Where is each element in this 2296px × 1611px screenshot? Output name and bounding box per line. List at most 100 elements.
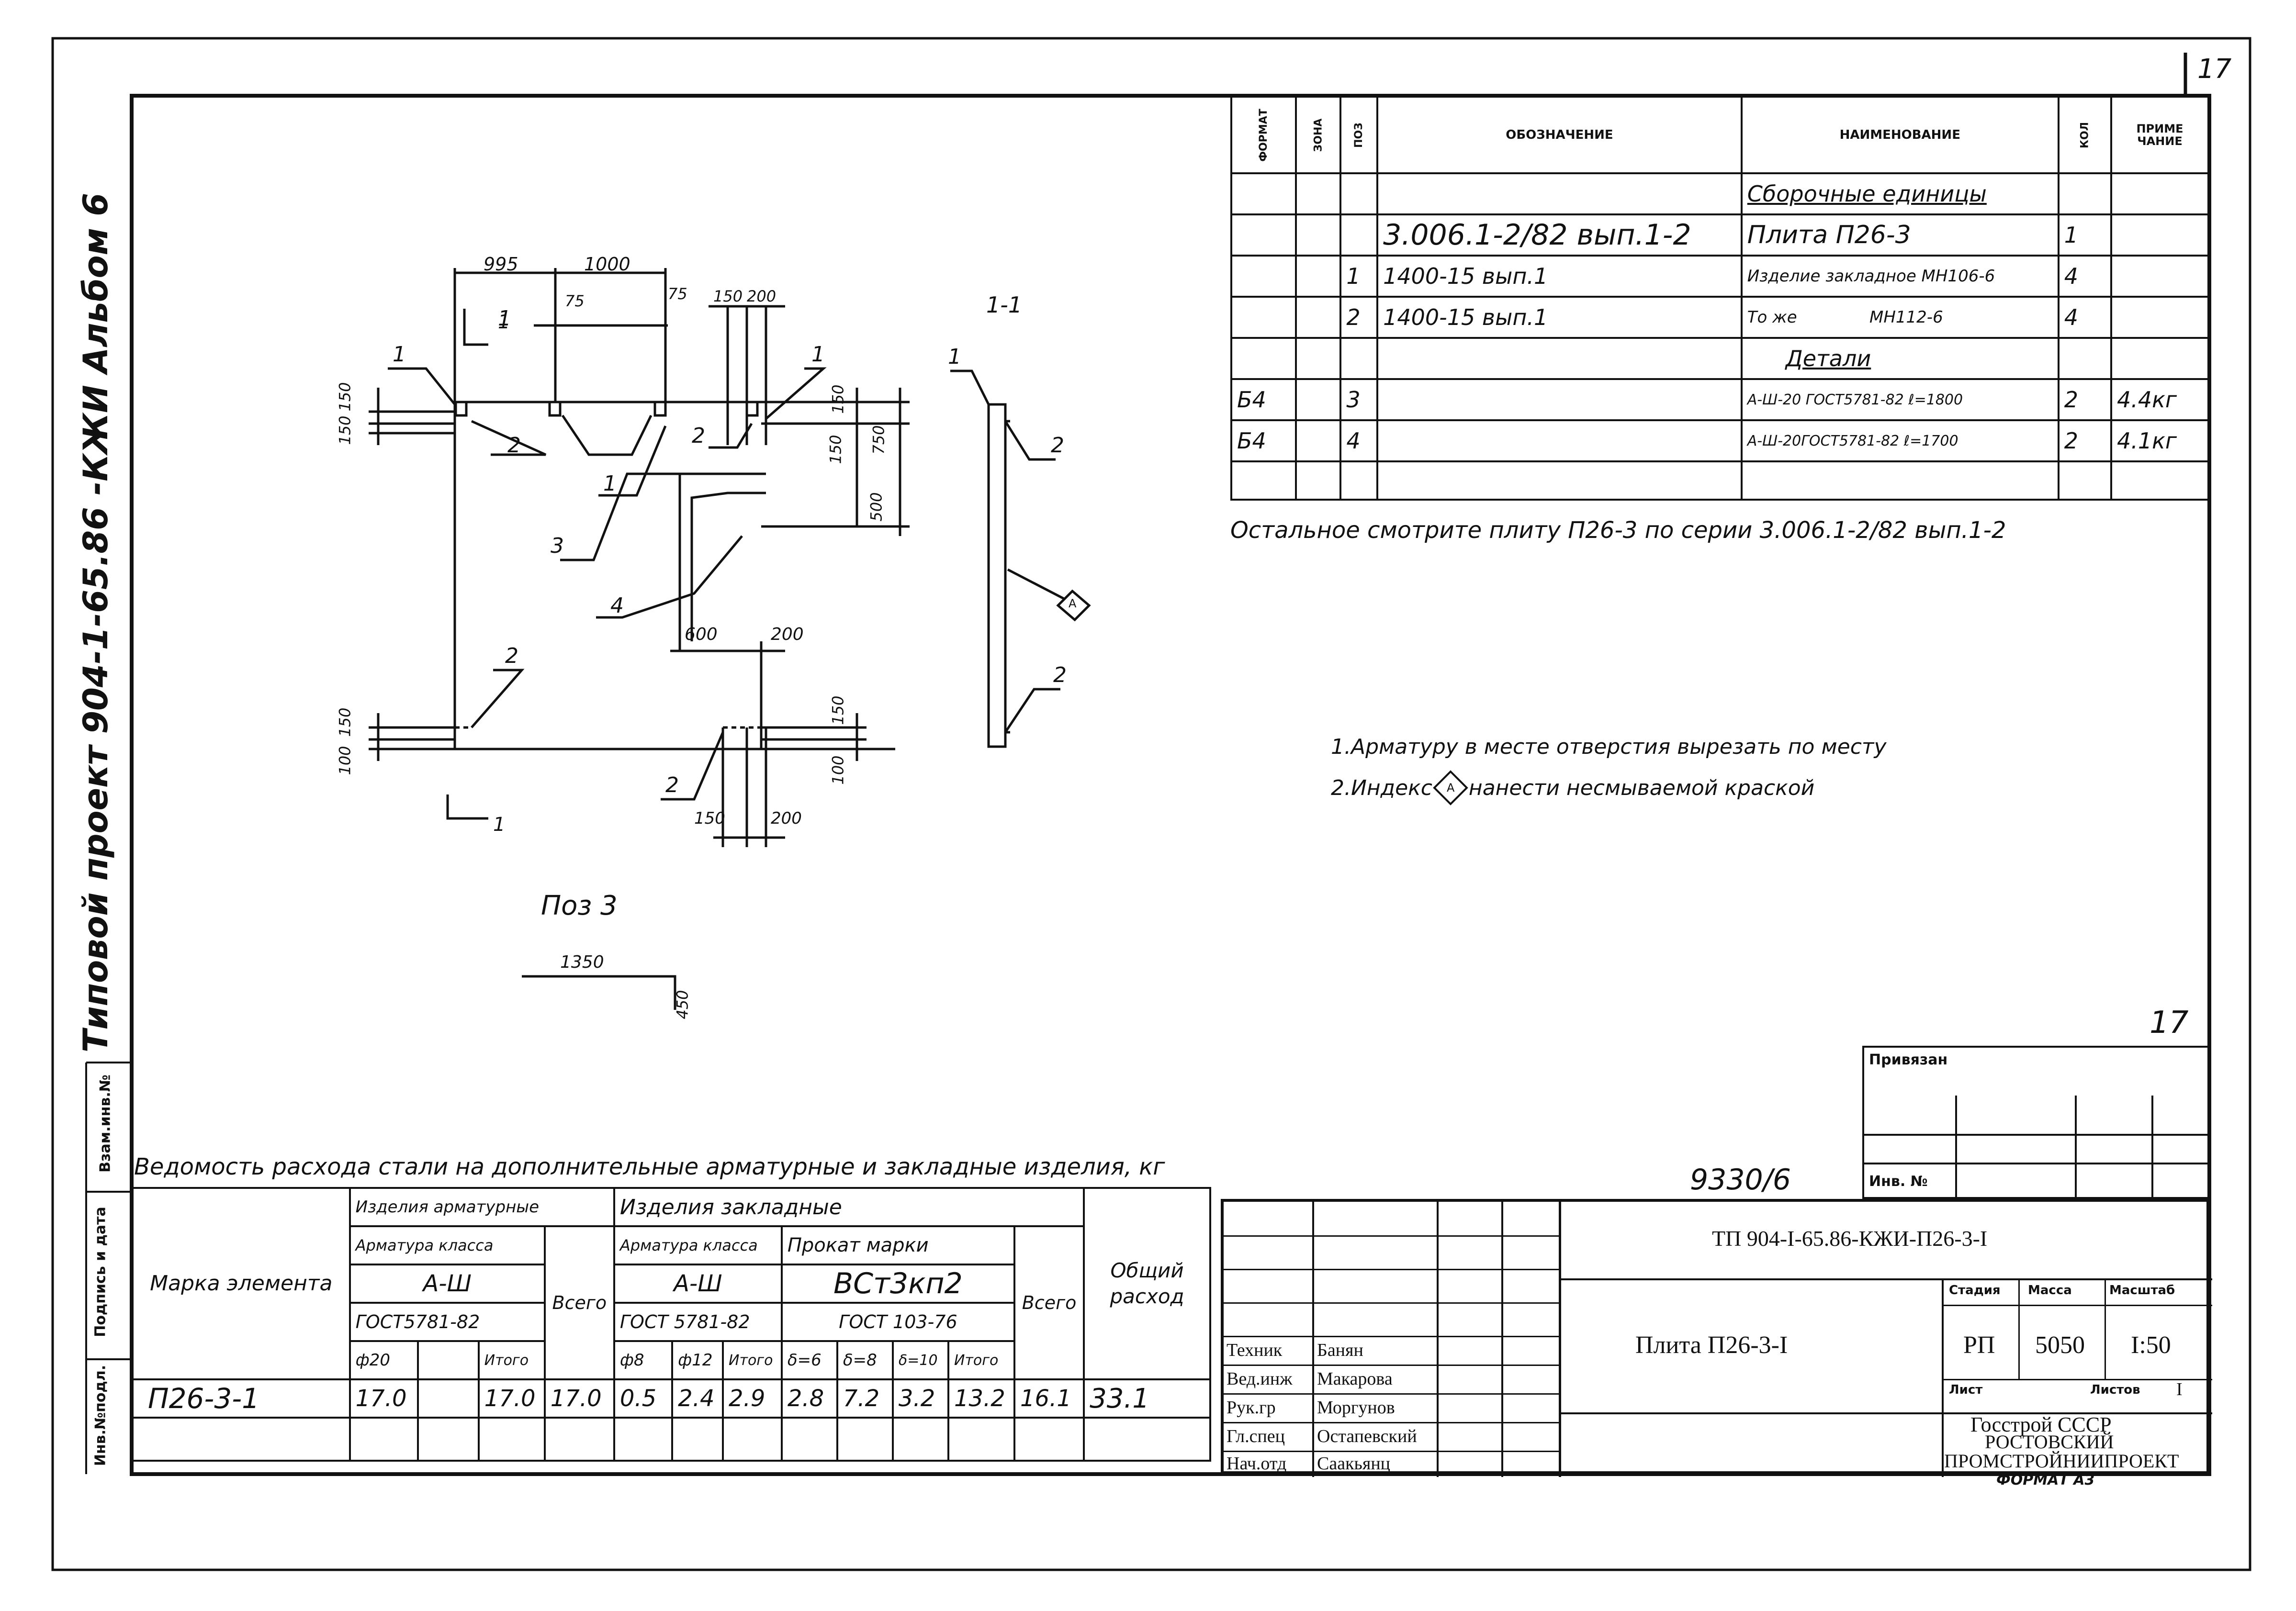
spec-cell-name: Сборочные единицы <box>1740 172 2060 215</box>
person-role: Нач.отд <box>1227 1454 1287 1474</box>
dim-left-bottom-a: 100 <box>336 746 354 775</box>
dim-left-bottom-b: 150 <box>336 707 354 737</box>
scale-value: I:50 <box>2131 1331 2171 1359</box>
steel-subcol-total1: Итого <box>477 1340 546 1380</box>
steel-rebar-class-label: Арматура класса <box>349 1225 546 1265</box>
spec-cell-designation <box>1376 460 1743 501</box>
spec-cell-name: А-Ш-20ГОСТ5781-82 ℓ=1700 <box>1740 419 2060 462</box>
spec-header-zone: ЗОНА <box>1294 96 1342 174</box>
side-title: Типовой проект 904-1-65.86 -КЖИ Альбом 6 <box>76 192 115 1053</box>
stage-label: Стадия <box>1949 1283 2001 1298</box>
steel-rebar-gost: ГОСТ5781-82 <box>349 1302 546 1342</box>
spec-cell-note <box>2110 337 2210 380</box>
person-name: Остапевский <box>1317 1426 1417 1446</box>
spec-cell-qty: 4 <box>2057 255 2112 298</box>
steel-group-rebar: Изделия арматурные <box>349 1187 615 1227</box>
dim-top-1000: 1000 <box>584 254 630 275</box>
note-line-2-prefix: 2.Индекс <box>1331 775 1432 800</box>
dim-left-top-b: 150 <box>336 382 354 412</box>
scale-label: Масштаб <box>2109 1283 2175 1298</box>
spec-cell-designation <box>1376 337 1743 380</box>
spec-cell-format <box>1230 460 1297 501</box>
callout-1d: 1 <box>811 342 825 367</box>
mass-value: 5050 <box>2035 1331 2085 1359</box>
spec-cell-note <box>2110 296 2210 339</box>
steel-rolled-grade: ВСт3кп2 <box>780 1264 1016 1304</box>
spec-cell-note <box>2110 172 2210 215</box>
spec-cell-note <box>2110 460 2210 501</box>
spec-cell-qty: 2 <box>2057 419 2112 462</box>
steel-cell-overall: 33.1 <box>1083 1378 1211 1419</box>
steel-overall-header: Общий расход <box>1083 1187 1211 1380</box>
spec-header-qty: КОЛ <box>2057 96 2112 174</box>
steel-cell-rebar-total: 17.0 <box>543 1378 615 1419</box>
pos3-title: Поз 3 <box>541 890 618 921</box>
callout-3: 3 <box>551 534 564 558</box>
spec-row: Б4 4 А-Ш-20ГОСТ5781-82 ℓ=1700 2 4.1кг <box>1230 419 2210 462</box>
spec-cell-qty: 2 <box>2057 378 2112 421</box>
drawing-title: Плита П26-3-I <box>1635 1331 1788 1359</box>
cut-mark-top: 1 <box>498 311 510 333</box>
spec-cell-pos <box>1339 460 1379 501</box>
steel-rolled-gost: ГОСТ 103-76 <box>780 1302 1016 1342</box>
section-marker-letter: А <box>1069 597 1077 610</box>
note-line-2-suffix: нанести несмываемой краской <box>1468 775 1815 800</box>
person-row: Техник Вед.инж Рук.гр Гл.спец <box>1227 1336 1292 1451</box>
spec-cell-zone <box>1294 460 1342 501</box>
steel-subcol-total2: Итого <box>722 1340 783 1380</box>
archive-number: 9330/6 <box>1690 1163 1791 1197</box>
spec-cell-name <box>1740 460 2060 501</box>
steel-cell-blank <box>417 1378 480 1419</box>
steel-subcol-total3: Итого <box>947 1340 1016 1380</box>
spec-header-designation: ОБОЗНАЧЕНИЕ <box>1376 96 1743 174</box>
dim-bottom-150: 150 <box>694 809 725 828</box>
person-names-extra: Саакьянц <box>1317 1451 1390 1477</box>
steel-cell-t10: 3.2 <box>891 1378 949 1419</box>
spec-row: Детали <box>1230 337 2210 380</box>
spec-cell-pos: 4 <box>1339 419 1379 462</box>
spec-cell-pos <box>1339 213 1379 257</box>
spec-cell-pos: 3 <box>1339 378 1379 421</box>
spec-cell-designation <box>1376 419 1743 462</box>
spec-cell-zone <box>1294 337 1342 380</box>
steel-subcol-t10: δ=10 <box>891 1340 949 1380</box>
steel-group-embedded: Изделия закладные <box>613 1187 1085 1227</box>
spec-footnote: Остальное смотрите плиту П26-3 по серии … <box>1230 517 2006 544</box>
spec-header-note: ПРИМЕ ЧАНИЕ <box>2110 96 2210 174</box>
dim-mid-200: 200 <box>771 625 804 644</box>
spec-cell-qty: 4 <box>2057 296 2112 339</box>
steel-cell-t6: 2.8 <box>780 1378 838 1419</box>
callout-1b: 1 <box>498 306 511 331</box>
pos3-dim-vertical: 450 <box>673 990 692 1019</box>
dim-left-top-a: 150 <box>336 415 354 445</box>
spec-header-name: НАИМЕНОВАНИЕ <box>1740 96 2060 174</box>
attached-label: Привязан <box>1869 1052 1948 1068</box>
spec-cell-zone <box>1294 296 1342 339</box>
inventory-label: Инв. № <box>1869 1173 1928 1190</box>
dim-right-500: 500 <box>867 492 886 522</box>
person-role: Рук.гр <box>1227 1398 1276 1418</box>
steel-subcol-t8: δ=8 <box>836 1340 894 1380</box>
spec-cell-zone <box>1294 419 1342 462</box>
spec-row <box>1230 460 2210 501</box>
spec-cell-qty <box>2057 337 2112 380</box>
format-label: ФОРМАТ А3 <box>1996 1472 2095 1488</box>
spec-cell-pos <box>1339 337 1379 380</box>
title-block: Техник Вед.инж Рук.гр Гл.спец Нач.отд Ба… <box>1221 1199 2212 1477</box>
person-role: Вед.инж <box>1227 1369 1293 1389</box>
person-names: Банян Макарова Моргунов Остапевский <box>1317 1336 1417 1451</box>
spec-row: 2 1400-15 вып.1 То же МН112-6 4 <box>1230 296 2210 339</box>
left-margin-cell-substitute: Взам.инв.№ <box>97 1074 114 1173</box>
callout-2a: 2 <box>507 433 521 458</box>
spec-cell-pos: 1 <box>1339 255 1379 298</box>
dim-right-750: 750 <box>869 425 888 455</box>
sheets-label: Листов <box>2090 1383 2140 1397</box>
spec-cell-qty <box>2057 460 2112 501</box>
steel-subcol-row: ф20 Итого ф8 ф12 Итого δ=6 δ=8 δ=10 Итог… <box>133 1340 1210 1380</box>
sheets-value: I <box>2176 1379 2183 1399</box>
person-name: Саакьянц <box>1317 1454 1391 1474</box>
spec-cell-format <box>1230 255 1297 298</box>
steel-grade-row: А-Ш А-Ш ВСт3кп2 <box>133 1264 1210 1304</box>
spec-cell-format <box>1230 296 1297 339</box>
